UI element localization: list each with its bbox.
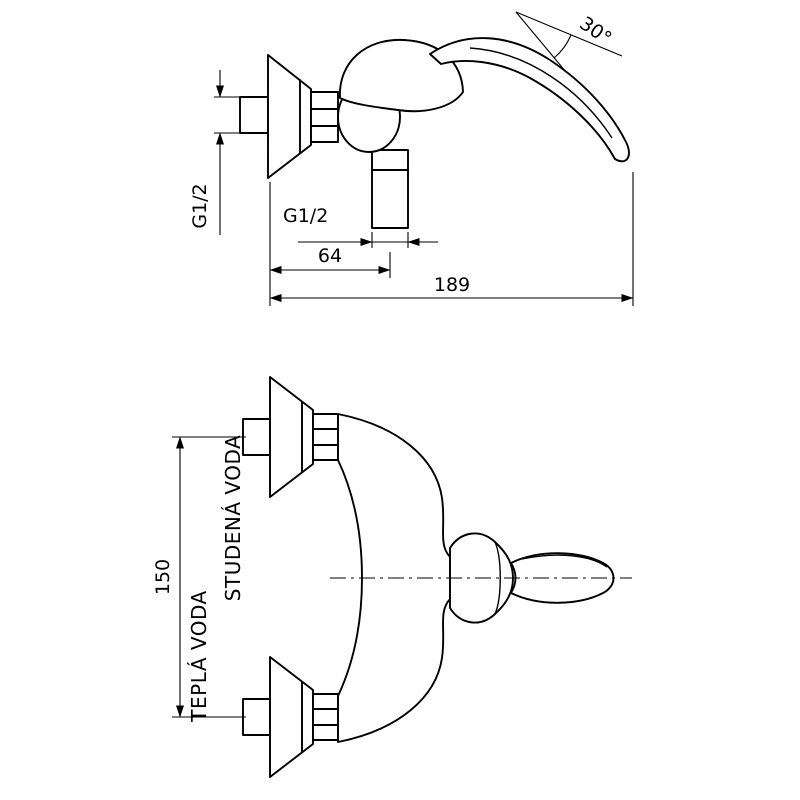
lever-edge-line — [469, 47, 613, 139]
wall-thread-label: G1/2 — [189, 183, 211, 228]
wall-flange — [267, 54, 312, 179]
wall-thread-dimension: G1/2 — [189, 70, 240, 235]
offset-dim-label: 64 — [318, 245, 342, 267]
cartridge-cap — [339, 39, 464, 113]
outlet-thread-label: G1/2 — [283, 205, 328, 227]
hot-wall-flange — [269, 656, 314, 778]
outlet-thread-dimension: G1/2 — [283, 205, 438, 248]
lever-edge-line — [521, 554, 608, 568]
angle-leg-line — [515, 11, 623, 57]
wall-pipe — [239, 96, 269, 134]
cold-mounting-nut — [312, 413, 339, 461]
offset-dimension: 64 — [269, 182, 391, 306]
hot-water-label: TEPLÁ VODA — [187, 590, 211, 722]
front-view-drawing: 150 STUDENÁ VODA TEPLÁ VODA — [152, 376, 632, 778]
angle-leg-line — [515, 11, 567, 73]
spacing-dim-label: 150 — [152, 559, 174, 595]
reach-dimension: 189 — [269, 172, 634, 306]
cold-wall-flange — [269, 376, 314, 498]
lever-handle — [429, 37, 630, 163]
outlet-pipe — [371, 149, 409, 229]
reach-dim-label: 189 — [434, 274, 470, 296]
dome-edge-line — [494, 541, 501, 615]
hot-wall-pipe — [242, 698, 271, 736]
mounting-nut — [310, 91, 339, 143]
hot-mounting-nut — [312, 693, 339, 741]
spacing-dimension: 150 — [152, 436, 246, 718]
angle-label: 30° — [575, 12, 615, 49]
angle-arc — [553, 34, 572, 59]
side-view-drawing: 30° G1/2 G1/2 64 — [189, 11, 634, 306]
cold-water-label: STUDENÁ VODA — [221, 435, 245, 601]
cold-wall-pipe — [242, 418, 271, 456]
